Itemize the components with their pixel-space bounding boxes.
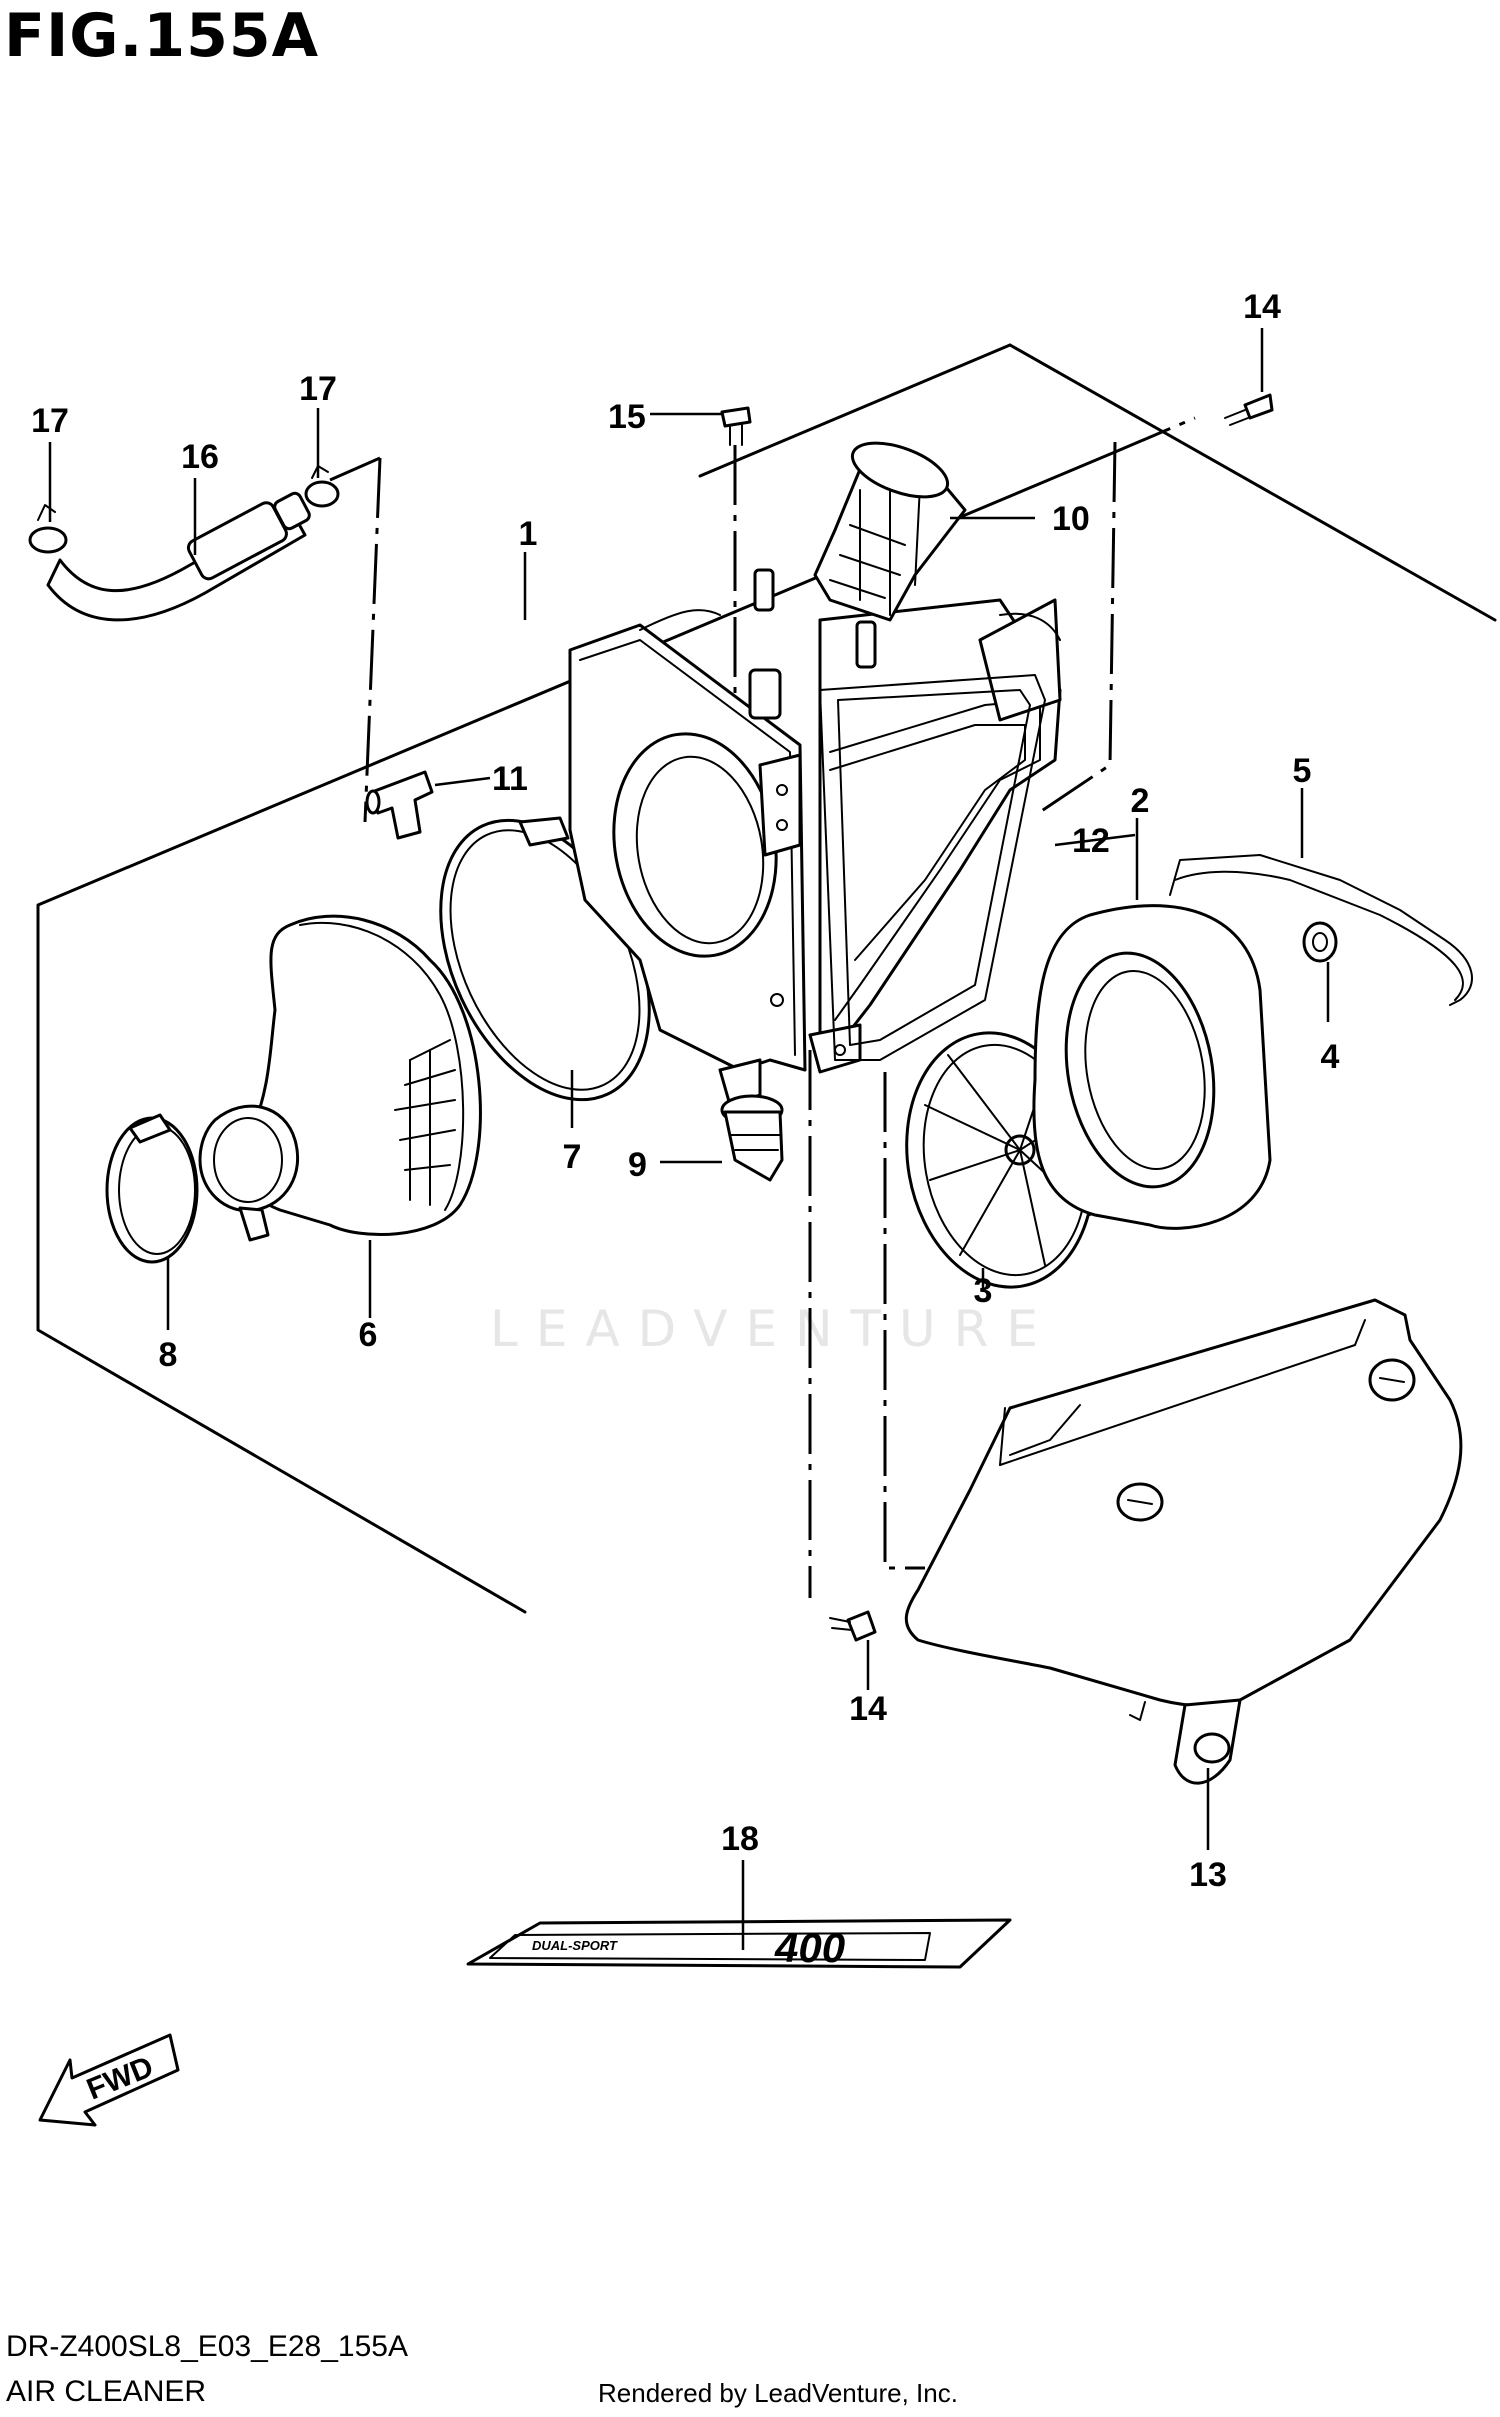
callout-11: 11: [492, 760, 528, 798]
bolt-15: [720, 406, 752, 446]
leader-lines: [48, 328, 1330, 1950]
air-filter-element: [1032, 904, 1272, 1230]
callout-8: 8: [159, 1336, 178, 1374]
hose-clamp-right: [304, 465, 340, 508]
decal-small-text: DUAL-SPORT: [532, 1938, 618, 1953]
hose-clamp-left: [28, 504, 68, 554]
assembly-boundary-right: [1008, 343, 1497, 622]
bolt-14-bottom: [829, 1610, 877, 1642]
callout-17-left: 17: [31, 402, 69, 440]
cover-dashed-guide: [883, 1072, 925, 1570]
bolt14-dashed-guide: [1039, 441, 1117, 814]
figure-title: FIG.155A: [4, 1, 320, 71]
callout-9: 9: [628, 1146, 647, 1184]
callout-16: 16: [181, 438, 219, 476]
fwd-arrow: FWD: [38, 2033, 180, 2127]
intake-clamp: [105, 1113, 199, 1264]
intake-duct: [813, 441, 967, 622]
decal-400: DUAL-SPORT 400: [466, 1918, 1012, 1971]
elbow-fitting: [365, 770, 434, 840]
side-cover: [904, 1298, 1463, 1785]
breather-hose: [46, 491, 311, 622]
hose-dashed-guide: [363, 457, 382, 823]
assembly-boundary-top: [698, 343, 1012, 478]
callout-15: 15: [608, 398, 646, 436]
callout-7: 7: [563, 1138, 582, 1176]
grommet: [1302, 921, 1338, 963]
model-code: DR-Z400SL8_E03_E28_155A: [6, 2330, 408, 2363]
decal-main-text: 400: [774, 1924, 845, 1971]
bolt14-dashed-guide-2: [1114, 416, 1196, 454]
bolt-14-top: [1224, 393, 1274, 426]
callout-1: 1: [519, 515, 538, 553]
section-name: AIR CLEANER: [6, 2375, 207, 2408]
drain-plug: [720, 1094, 784, 1182]
callout-17-right: 17: [299, 370, 337, 408]
callout-5: 5: [1293, 752, 1312, 790]
render-credit: Rendered by LeadVenture, Inc.: [598, 2378, 958, 2408]
callout-2: 2: [1131, 782, 1150, 820]
callout-6: 6: [359, 1316, 378, 1354]
callouts: 14 15 16 17 17 1 10 11 12 2 5 4 7 9 3 6 …: [31, 288, 1339, 1894]
callout-4: 4: [1321, 1038, 1340, 1076]
intake-boot: [198, 914, 482, 1242]
hose-dashed-guide-2: [329, 456, 381, 482]
callout-13: 13: [1189, 1856, 1227, 1894]
watermark: LEADVENTURE: [490, 1300, 1056, 1358]
filter-cage-frame: [819, 674, 1046, 1061]
callout-18: 18: [721, 1820, 759, 1858]
callout-10: 10: [1052, 500, 1090, 538]
callout-14-top: 14: [1243, 288, 1281, 326]
box-studs: [748, 568, 877, 720]
callout-14-bottom: 14: [849, 1690, 887, 1728]
callout-12: 12: [1072, 822, 1110, 860]
retaining-wire: [1169, 854, 1473, 1006]
callout-3: 3: [974, 1272, 993, 1310]
